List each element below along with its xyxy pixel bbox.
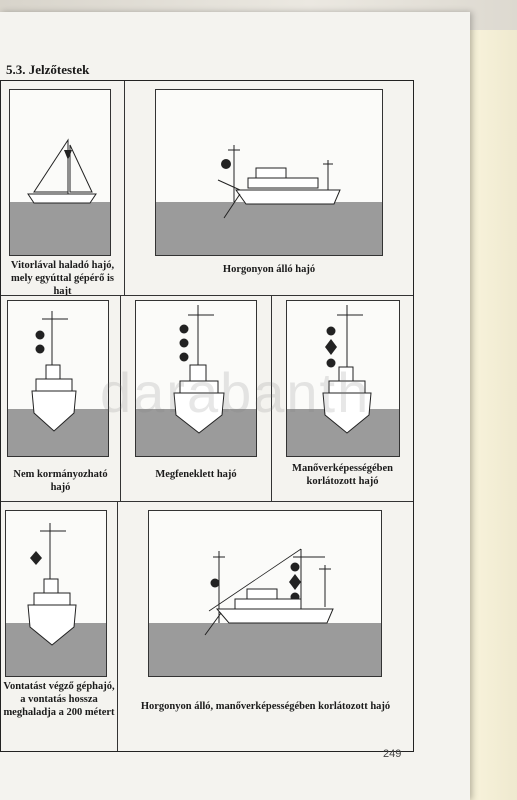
aground-vessel-illustration <box>135 300 257 457</box>
caption-anchored-vessel: Horgonyon álló hajó <box>222 264 316 275</box>
figure-anchored-vessel: Horgonyon álló hajó <box>125 81 413 295</box>
not-under-command-illustration <box>7 300 109 457</box>
sailing-vessel-illustration <box>9 89 111 256</box>
figure-not-under-command: Nem kormányozható hajó <box>1 296 120 501</box>
figure-restricted-manoeuvrability: Manőverképességében korlátozott hajó <box>272 296 413 501</box>
towing-vessel-illustration <box>5 510 107 677</box>
anchored-vessel-illustration <box>155 89 383 256</box>
caption-restricted-manoeuvrability: Manőverképességében korlátozott hajó <box>292 463 393 487</box>
restricted-manoeuvrability-illustration <box>286 300 400 457</box>
section-title: 5.3. Jelzőtestek <box>6 62 90 77</box>
anchored-restricted-illustration <box>148 510 382 677</box>
figure-aground-vessel: Megfeneklett hajó <box>121 296 271 501</box>
caption-aground-vessel: Megfeneklett hajó <box>155 469 237 480</box>
caption-not-under-command: Nem kormányozható hajó <box>13 469 108 493</box>
figure-sailing-vessel: Vitorlával haladó hajó, mely egyúttal gé… <box>1 81 124 295</box>
caption-towing-vessel: Vontatást végző géphajó, a vontatás hoss… <box>3 681 115 718</box>
page-number: 249 <box>383 748 402 760</box>
signal-figure-grid: Vitorlával haladó hajó, mely egyúttal gé… <box>0 80 414 752</box>
figure-towing-vessel: Vontatást végző géphajó, a vontatás hoss… <box>1 502 117 751</box>
caption-sailing-vessel: Vitorlával haladó hajó, mely egyúttal gé… <box>10 260 115 295</box>
figure-anchored-restricted-vessel: Horgonyon álló, manőverképességében korl… <box>118 502 413 751</box>
caption-anchored-restricted-vessel: Horgonyon álló, manőverképességében korl… <box>140 701 391 712</box>
